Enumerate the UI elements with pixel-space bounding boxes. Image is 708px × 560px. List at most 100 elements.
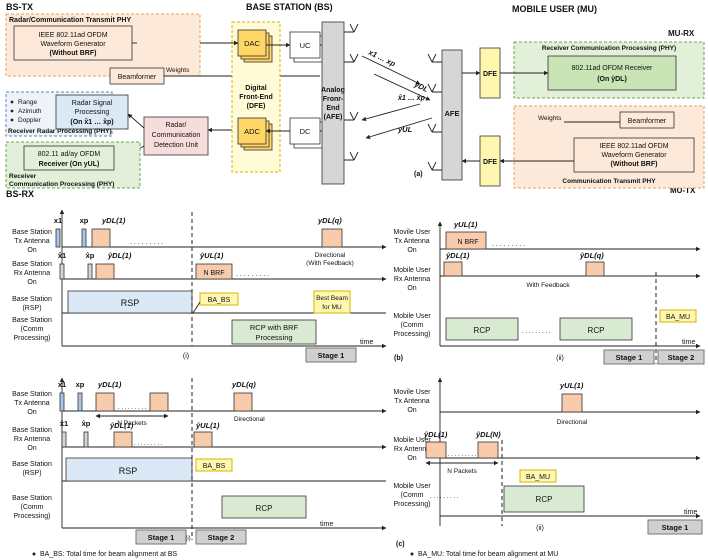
- bullet-dot-3: [10, 118, 14, 122]
- adc-label: ADC: [244, 127, 260, 136]
- c-dots-rx: . . . . . . . . .: [134, 441, 163, 447]
- c-mu-rx-ant-l3: On: [407, 455, 416, 462]
- c-mu-comm-l3: Processing): [394, 501, 431, 508]
- rx-radar-processing-title: Receiver Radar Processing (PHY): [8, 128, 112, 135]
- c-rsp-label: RSP: [119, 466, 138, 476]
- c-pulse-ydl1: [95, 392, 115, 412]
- c-label-yhul1: ŷUL(1): [195, 421, 220, 430]
- mu-rx-line2: (On ŷDL): [597, 76, 627, 83]
- c-pulse-x1: [59, 392, 65, 412]
- mu-waveform-generator-box: [573, 137, 695, 173]
- c-stage1-label-right: Stage 1: [662, 523, 689, 532]
- c-stage1-tag-right: [647, 519, 703, 535]
- b-best-beam-tag: [313, 290, 351, 314]
- b-with-feedback: With Feedback: [526, 282, 570, 289]
- detect-to-rsp: [127, 113, 145, 129]
- c-label-yul1: yUL(1): [559, 381, 584, 390]
- adc-box: [237, 117, 267, 145]
- b-mu-rx-ant-l2: Rx Antenna: [394, 276, 430, 283]
- mu-antenna-array: [427, 53, 442, 171]
- b-pulse-yhdl1: [95, 263, 115, 280]
- c-bs-rx-ant-l3: On: [27, 445, 36, 452]
- b-label-yhdl1-mu: ŷDL(1): [445, 251, 470, 260]
- c-pulse-yhdln: [477, 441, 499, 459]
- b-bs-tx-ant-l3: On: [27, 247, 36, 254]
- c-pulse-yul1: [561, 393, 583, 413]
- b-label-nbrf: N BRF: [204, 270, 225, 277]
- dac-label: DAC: [244, 39, 260, 48]
- b-right-row-labels: Movile User Tx Antenna On Mobile User Rx…: [393, 229, 431, 338]
- dfe-line2: Front-End: [239, 94, 272, 101]
- b-label-b: (b): [394, 355, 403, 362]
- mu-afe-label: AFE: [445, 109, 460, 118]
- c-ba-bs-tag: [195, 458, 233, 472]
- b-mu-rx-ant-l1: Mobile User: [393, 267, 431, 274]
- c-label-xhp: x̂p: [82, 419, 91, 428]
- detect-line3: Detection Unit: [154, 142, 198, 149]
- c-bs-rx-ant-l1: Base Station: [12, 427, 52, 434]
- b-pulse-yhdlq: [585, 261, 605, 277]
- c-left-row-labels: Base Station Tx Antenna On Base Station …: [12, 391, 52, 520]
- c-time-label-left: time: [320, 521, 333, 528]
- bs-title: BASE STATION (BS): [246, 2, 333, 12]
- b-label-ydlq: yDL(q): [317, 216, 342, 225]
- b-label-ydl1: yDL(1): [101, 216, 126, 225]
- dfe-line3: (DFE): [247, 103, 266, 110]
- c-dots-mu-comm: . . . . . . . . .: [430, 494, 459, 500]
- bullet-range: Range: [18, 99, 38, 106]
- b-directional-fb2: (With Feedback): [306, 260, 354, 267]
- b-ba-mu-tag: [659, 309, 697, 323]
- b-mu-comm-l2: (Comm: [401, 322, 424, 329]
- c-label-x1: x1: [58, 380, 66, 389]
- b-sub-ii: (ii): [556, 355, 564, 362]
- b-label-yhdl1: ŷDL(1): [107, 251, 132, 260]
- b-label-xh1: x̂1: [58, 251, 66, 260]
- b-dots-mu-tx: . . . . . . . . .: [492, 241, 525, 248]
- b-label-x1: x1: [54, 216, 62, 225]
- rsp-line3: (On x̂1 … x̂p): [70, 118, 113, 126]
- c-rcp-label: RCP: [256, 504, 273, 513]
- afe-bs-line1: Analog: [321, 87, 345, 94]
- b-mu-comm-l3: Processing): [394, 331, 431, 338]
- b-bs-tx-ant-l1: Base Station: [12, 229, 52, 236]
- timing-diagram-b: Base Station Tx Antenna On Base Station …: [12, 209, 705, 365]
- b-rcp-bar-2: [559, 317, 633, 341]
- detection-unit-box: [143, 116, 209, 156]
- ofdm-rx-line1: 802.11 ad/ay OFDM: [38, 151, 101, 158]
- b-pulse-yhdl1-mu: [443, 261, 463, 277]
- radar-signal-processing-box: [55, 94, 129, 130]
- mu-rcp-title: Receiver Communication Processing (PHY): [542, 45, 676, 52]
- radar-comm-tx-phy-title: Radar/Communication Transmit PHY: [9, 17, 131, 24]
- b-pulse-ydlq: [321, 228, 343, 248]
- b-ba-bs-tag: [199, 292, 239, 306]
- dac-box: [237, 29, 267, 57]
- bullet-azimuth: Azimuth: [18, 108, 42, 115]
- channel-ydl-arrow: [373, 73, 431, 101]
- detect-line1: Radar/: [165, 122, 186, 129]
- b-label-yul1: yUL(1): [453, 220, 478, 229]
- c-pulse-xh1: [61, 431, 67, 448]
- c-bs-comm-l3: Processing): [14, 513, 51, 520]
- weights-label: Weights: [166, 67, 190, 74]
- b-mu-tx-ant-l1: Movile User: [394, 229, 432, 236]
- wfg-line3: (Without BRF): [50, 50, 97, 57]
- c-pulse-ydlq: [233, 392, 253, 412]
- timing-diagram-c: Base Station Tx Antenna On Base Station …: [12, 377, 703, 558]
- mu-wfg-line1: IEEE 802.11ad OFDM: [599, 143, 668, 150]
- c-stage1-tag-left: [135, 529, 187, 545]
- uc-box: [289, 31, 321, 59]
- b-mu-tx-ant-l3: On: [407, 247, 416, 254]
- c-pulse-yhul1: [193, 431, 213, 448]
- beamformer-label: Beamformer: [118, 74, 157, 81]
- b-pulse-yul1: [445, 231, 487, 250]
- b-bs-tx-ant-l2: Tx Antenna: [14, 238, 50, 245]
- c-bs-tx-ant-l1: Base Station: [12, 391, 52, 398]
- channel-yul-arrow: [365, 117, 433, 139]
- mu-wfg-line3: (Without BRF): [611, 161, 658, 168]
- c-note-bs: BA_BS: Total time for beam alignment at …: [40, 551, 178, 558]
- b-rcp-brf-l2: Processing: [255, 333, 292, 342]
- c-stage2-tag: [195, 529, 247, 545]
- b-pulse-ydl1: [91, 228, 111, 248]
- channel-xhat-arrow: [361, 103, 421, 122]
